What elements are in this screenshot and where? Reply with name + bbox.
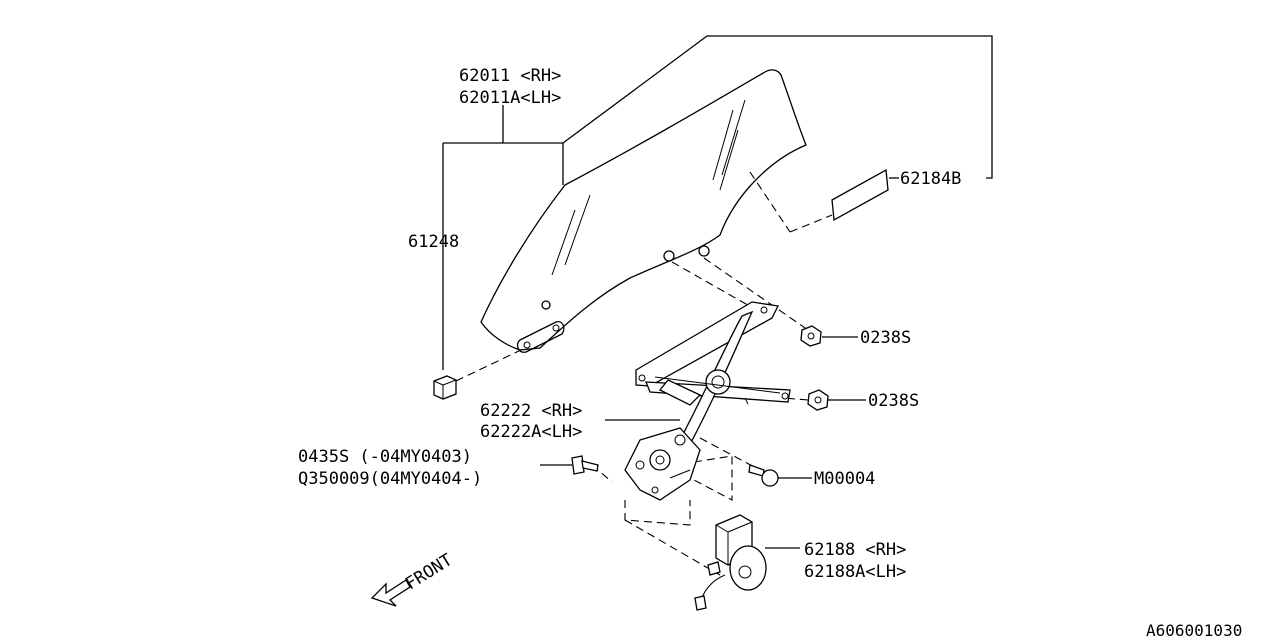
label-bolt-a: 0435S (-04MY0403) [298, 447, 472, 467]
callout-lines [442, 35, 993, 549]
regulator-motor [694, 514, 767, 611]
bolt-left [571, 455, 599, 475]
part-labels: 62011 <RH> 62011A<LH> 61248 62184B 0238S… [298, 66, 1242, 640]
clip-part [433, 375, 457, 400]
window-regulator [624, 301, 791, 501]
front-direction-arrow-icon [370, 579, 411, 607]
label-bolt-right: M00004 [814, 469, 875, 489]
label-clip: 61248 [408, 232, 459, 252]
label-reference-code: A606001030 [1146, 621, 1242, 640]
label-nut-upper: 0238S [860, 328, 911, 348]
bolt-right [748, 464, 779, 487]
label-nut-lower: 0238S [868, 391, 919, 411]
label-regulator-rh: 62222 <RH> [480, 401, 582, 421]
door-glass [480, 69, 807, 353]
label-glass-lh: 62011A<LH> [459, 88, 561, 108]
label-bolt-b: Q350009(04MY0404-) [298, 469, 482, 489]
label-motor-rh: 62188 <RH> [804, 540, 906, 560]
label-motor-lh: 62188A<LH> [804, 562, 906, 582]
label-sealer: 62184B [900, 169, 961, 189]
sealer-part [831, 168, 889, 222]
nut-lower [807, 389, 829, 411]
label-front: FRONT [402, 550, 456, 594]
nut-upper [800, 325, 822, 347]
label-regulator-lh: 62222A<LH> [480, 422, 582, 442]
label-glass-rh: 62011 <RH> [459, 66, 561, 86]
